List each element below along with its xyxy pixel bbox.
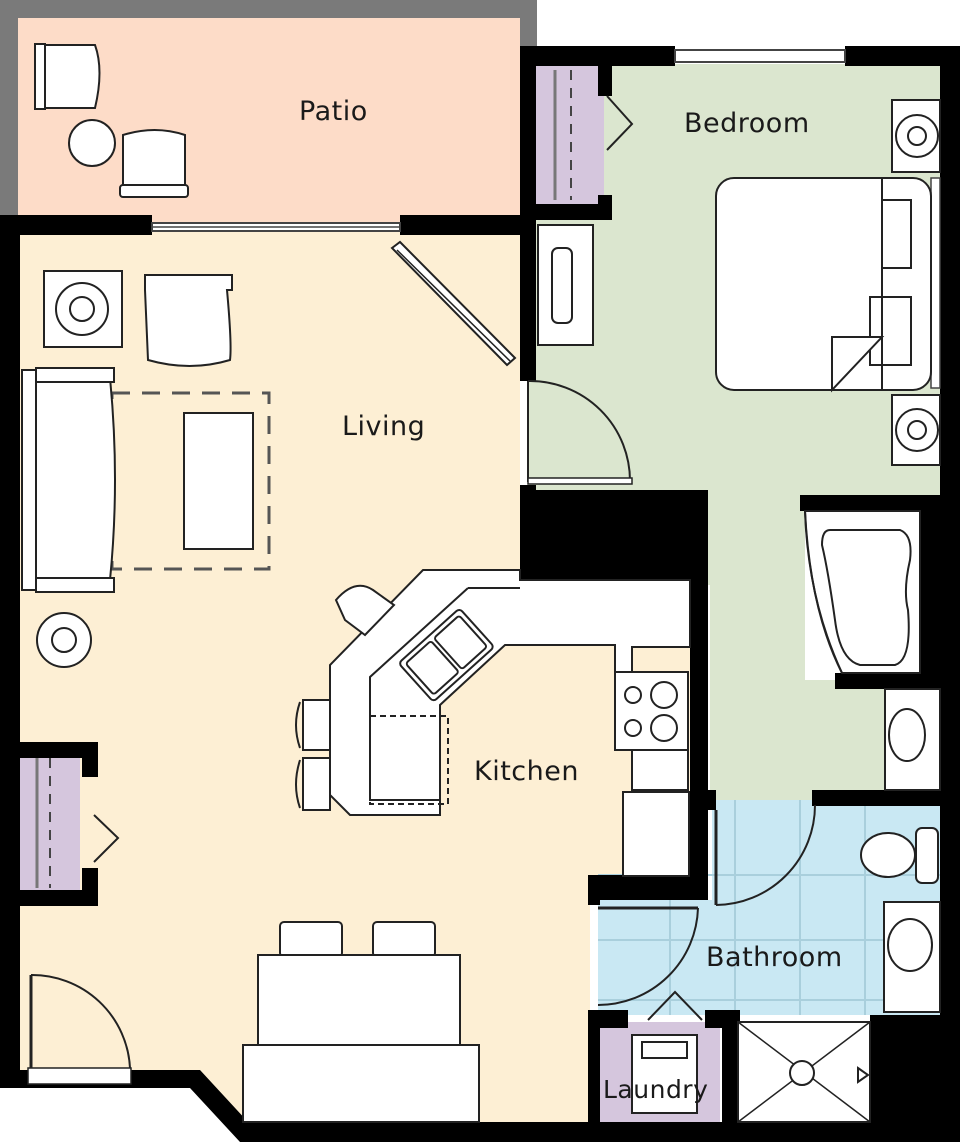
room-label-laundry: Laundry bbox=[603, 1075, 709, 1104]
bathroom-floor bbox=[598, 800, 942, 1015]
living-furniture bbox=[21, 240, 517, 668]
closet-rods bbox=[35, 70, 572, 888]
patio-furniture bbox=[34, 43, 189, 198]
dining-furniture bbox=[242, 921, 480, 1123]
doors bbox=[27, 95, 816, 1085]
walls bbox=[0, 46, 960, 1142]
bedroom-furniture bbox=[537, 99, 941, 466]
room-label-kitchen: Kitchen bbox=[474, 756, 579, 787]
windows bbox=[151, 49, 941, 389]
patio-floor bbox=[18, 18, 520, 224]
room-label-living: Living bbox=[342, 411, 426, 442]
room-label-patio: Patio bbox=[299, 96, 368, 127]
room-label-bathroom: Bathroom bbox=[706, 942, 843, 973]
bath-fixtures bbox=[631, 510, 941, 1123]
kitchen-furniture bbox=[295, 569, 691, 877]
room-label-bedroom: Bedroom bbox=[684, 108, 810, 139]
